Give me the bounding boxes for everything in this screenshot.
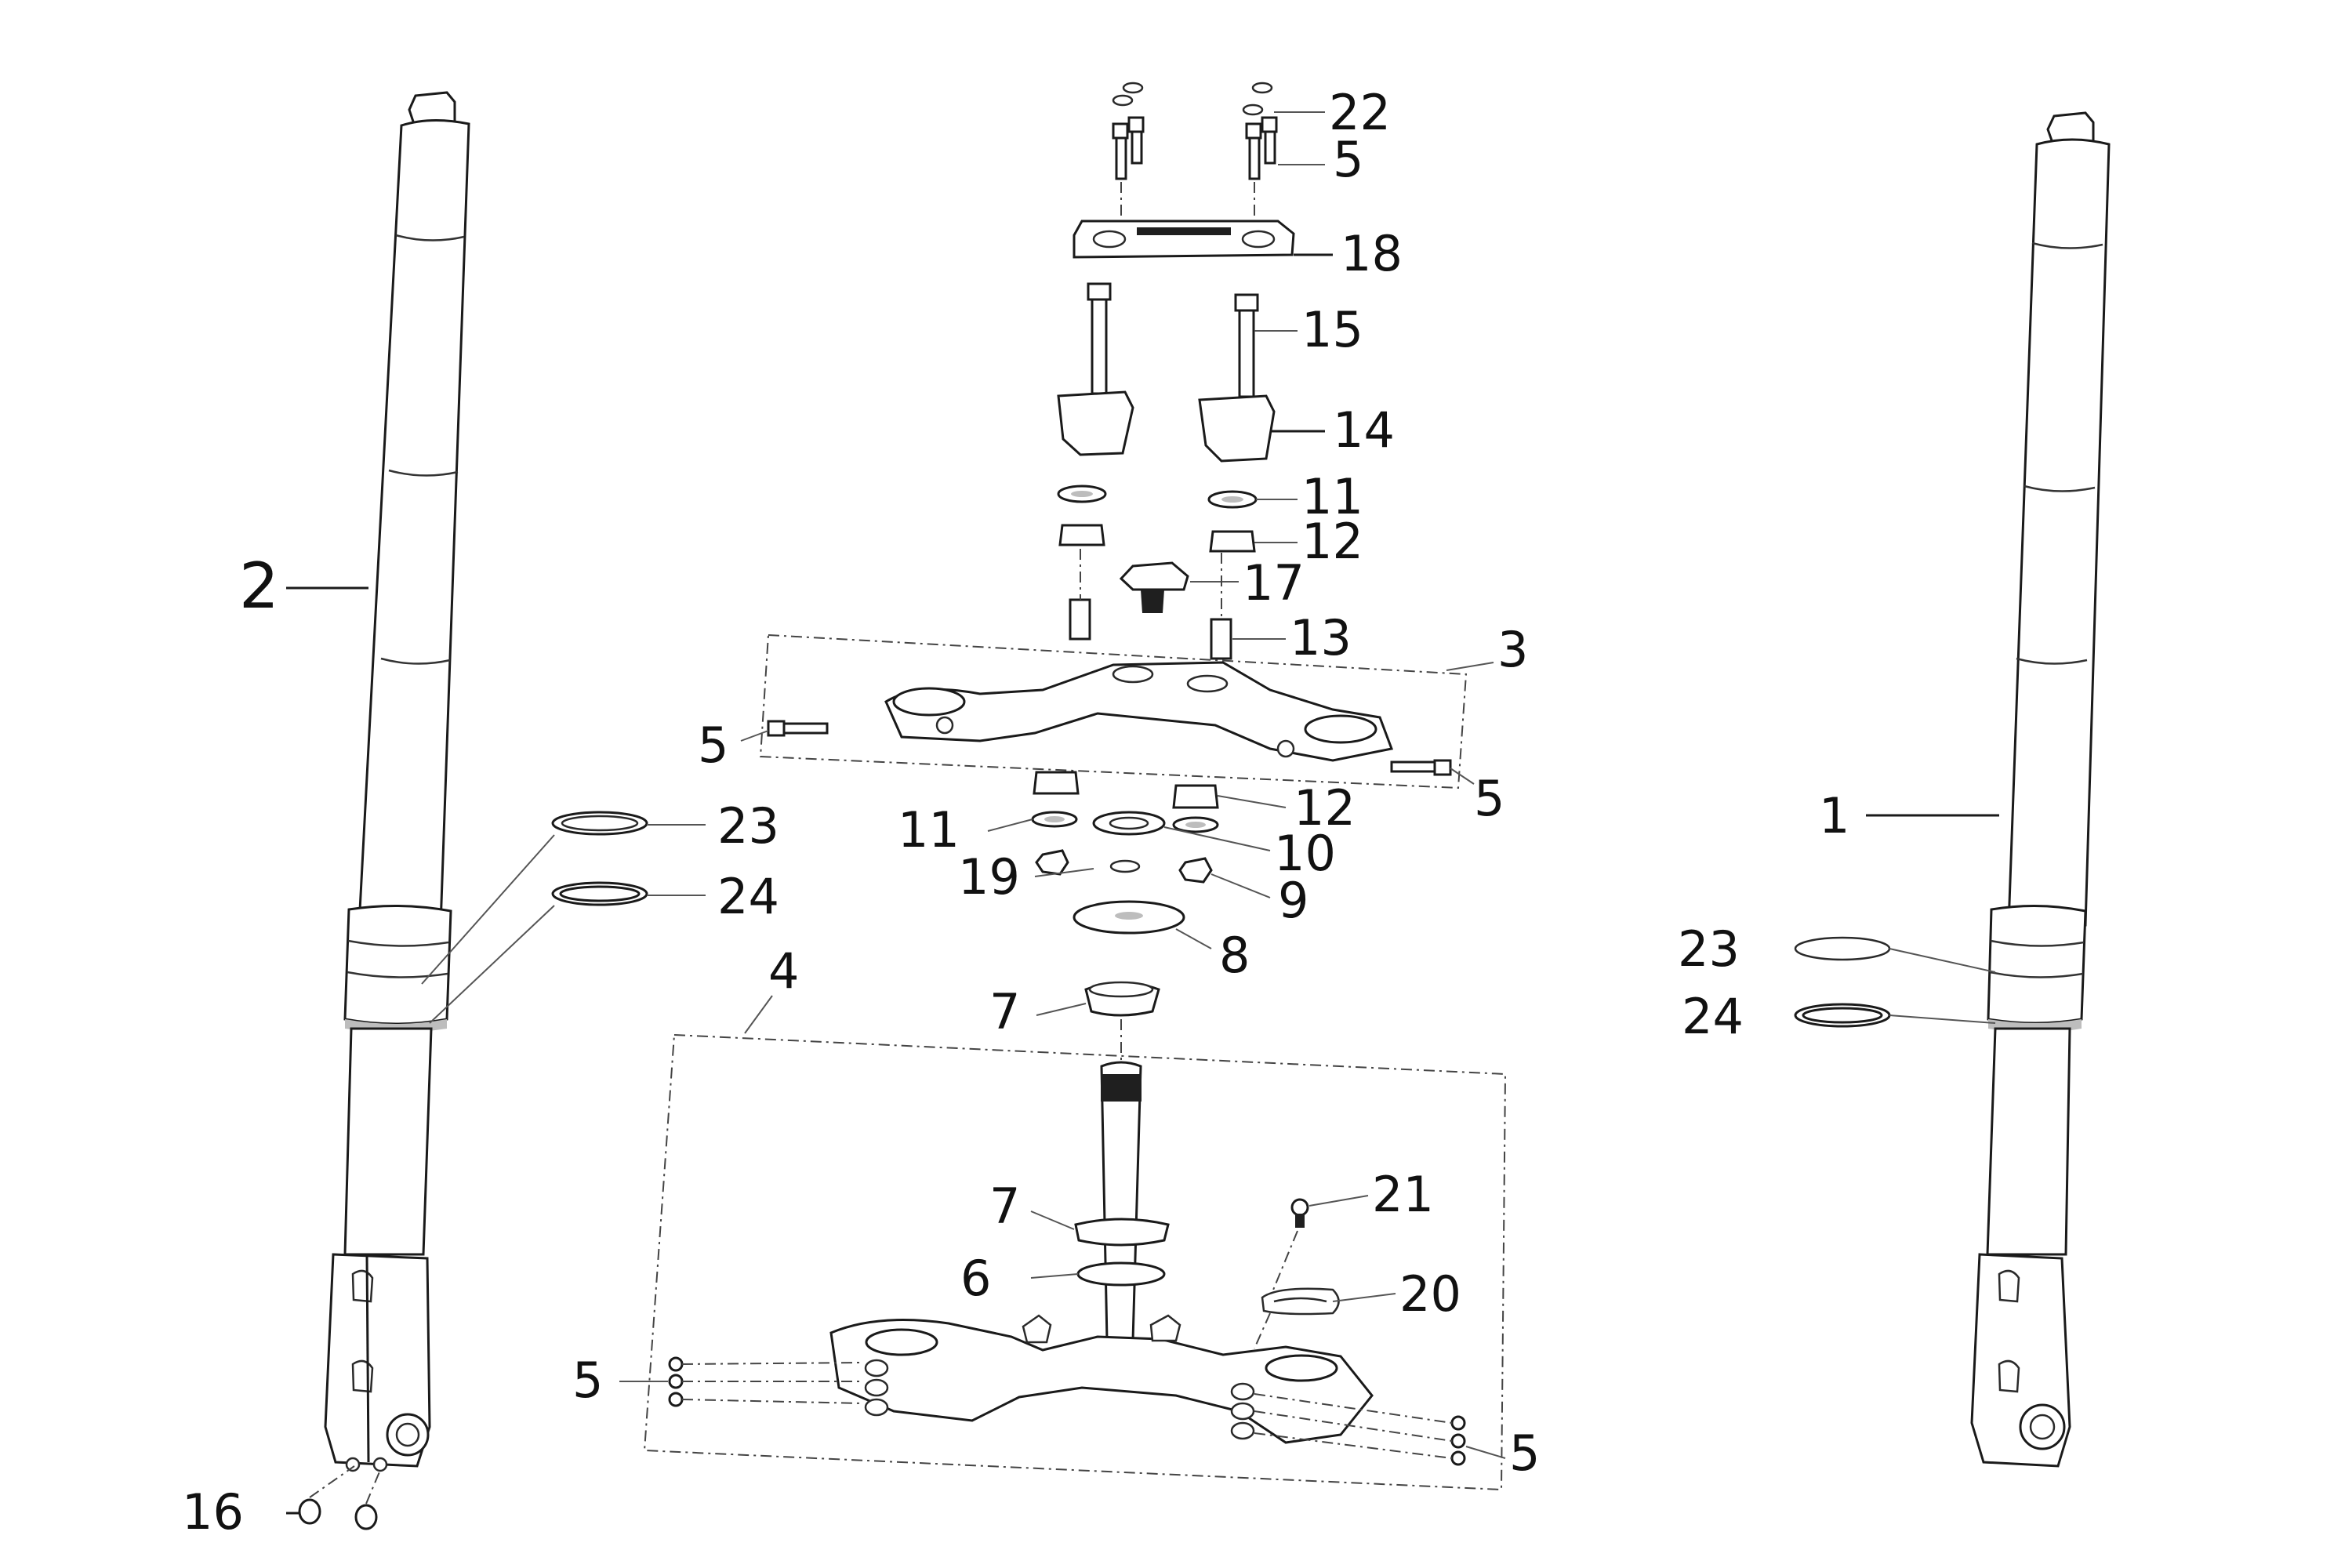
callout-11-bottom: 11 — [898, 801, 960, 858]
left-dust-seal-23 — [421, 811, 706, 985]
callout-9: 9 — [1278, 872, 1308, 929]
left-fork-leg — [324, 91, 470, 1472]
callout-4: 4 — [768, 942, 799, 1000]
callout-5-lower-left: 5 — [572, 1352, 603, 1409]
steering-nut-17 — [1119, 561, 1239, 613]
caps-22 — [1112, 82, 1325, 116]
screw-21 — [1269, 1195, 1369, 1298]
screws-16 — [298, 1465, 381, 1530]
adjusting-nut-10 — [1092, 811, 1271, 851]
lower-triple-clamp-4 — [643, 995, 1507, 1491]
callout-22: 22 — [1329, 84, 1391, 141]
upper-triple-clamp-3 — [759, 633, 1494, 789]
right-oil-seal-24 — [1794, 1003, 1996, 1028]
callout-23-left: 23 — [717, 797, 779, 855]
callout-20: 20 — [1399, 1265, 1461, 1323]
callout-5-top: 5 — [1333, 131, 1363, 188]
callout-10: 10 — [1274, 825, 1336, 882]
right-dust-seal-23 — [1794, 936, 1996, 973]
callout-11-top: 11 — [1301, 468, 1363, 525]
clip-20 — [1254, 1287, 1396, 1349]
dust-cover-8 — [1073, 900, 1212, 949]
spacers-13 — [1069, 549, 1286, 660]
callout-15: 15 — [1301, 301, 1363, 358]
riser-bolts-15 — [1087, 282, 1298, 398]
callout-7-top: 7 — [989, 983, 1020, 1040]
bushings-12-top — [1058, 524, 1298, 553]
callout-17: 17 — [1243, 554, 1305, 612]
lower-clamp-bolts-left-5 — [619, 1356, 863, 1407]
callout-12-top: 12 — [1301, 513, 1363, 570]
right-fork-leg — [1970, 111, 2111, 1468]
callout-8: 8 — [1219, 927, 1250, 984]
callout-24-right: 24 — [1682, 988, 1744, 1045]
callout-18: 18 — [1341, 225, 1403, 282]
callout-21: 21 — [1372, 1166, 1434, 1223]
callout-16: 16 — [182, 1483, 244, 1541]
callout-7-stem: 7 — [989, 1178, 1020, 1235]
callout-5-upper-left: 5 — [698, 717, 728, 774]
callout-14: 14 — [1333, 401, 1395, 459]
callout-1: 1 — [1819, 787, 1849, 844]
callout-5-lower-right: 5 — [1509, 1425, 1540, 1482]
bearing-7-top — [1036, 981, 1160, 1062]
rubber-washers-11-top — [1057, 485, 1298, 509]
lower-clamp-bolts-right-5 — [1254, 1393, 1506, 1466]
callout-23-right: 23 — [1678, 920, 1740, 978]
washer-19 — [1034, 859, 1141, 877]
callout-2: 2 — [239, 550, 279, 622]
callout-5-upper-right: 5 — [1474, 770, 1504, 827]
callout-6: 6 — [960, 1250, 991, 1307]
bushings-12-bottom — [1033, 771, 1287, 809]
callout-24-left: 24 — [717, 868, 779, 925]
handlebar-bolts-5 — [1112, 116, 1325, 221]
callout-19: 19 — [958, 848, 1020, 906]
rubber-washers-11-bottom — [987, 811, 1219, 833]
nuts-9 — [1035, 849, 1271, 898]
handlebar-clamp-18 — [1073, 220, 1333, 259]
callout-12-bottom: 12 — [1294, 779, 1356, 837]
handlebar-risers-14 — [1057, 390, 1325, 463]
callout-13: 13 — [1290, 609, 1352, 666]
upper-clamp-bolts-5 — [740, 720, 1475, 785]
callout-3: 3 — [1497, 621, 1528, 678]
left-oil-seal-24 — [429, 881, 706, 1024]
